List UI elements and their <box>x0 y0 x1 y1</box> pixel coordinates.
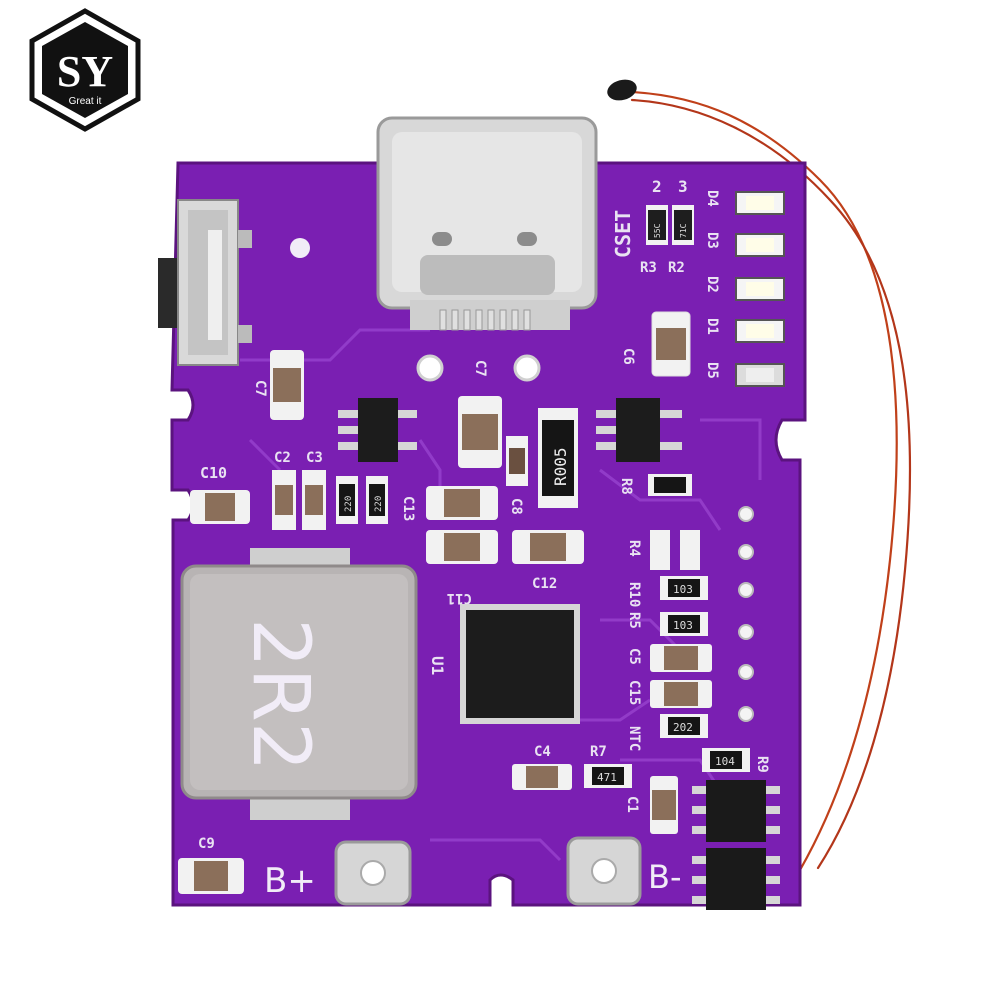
capacitor-c3 <box>302 470 326 530</box>
pcb-traces <box>240 328 762 862</box>
resistor-r8 <box>648 474 692 496</box>
silk-c15: C15 <box>626 680 642 705</box>
silk-r5: R5 <box>626 612 642 629</box>
mosfet-top <box>692 780 780 842</box>
silk-d3: D3 <box>704 232 720 249</box>
ic-sot-right <box>596 398 682 462</box>
silk-c7-mid: C7 <box>472 360 488 377</box>
marking-202: 202 <box>673 721 693 734</box>
capacitor-c15 <box>650 680 712 708</box>
resistor-220-a: 220 <box>336 476 358 524</box>
silk-b-minus: B- <box>648 858 682 896</box>
led-d4 <box>735 191 785 215</box>
inductor-marking: 2R2 <box>235 618 325 771</box>
marking-103-b: 103 <box>673 619 693 632</box>
capacitor-c6 <box>651 311 691 377</box>
silk-c11: C11 <box>447 590 472 606</box>
mosfet-bottom <box>692 848 780 910</box>
silk-c7-left: C7 <box>252 380 268 397</box>
capacitor-c4 <box>512 764 572 790</box>
shunt-resistor-r005: R005 <box>538 408 578 508</box>
silk-c5: C5 <box>626 648 642 665</box>
silk-d1: D1 <box>704 318 720 335</box>
silk-c13: C13 <box>400 496 416 521</box>
marking-104: 104 <box>715 755 735 768</box>
capacitor-c12 <box>512 530 584 564</box>
marking-r005: R005 <box>551 447 570 486</box>
marking-471: 471 <box>597 771 617 784</box>
ntc-thermistor-wire <box>630 90 912 872</box>
edge-pads <box>738 506 754 722</box>
via-hole <box>416 354 444 382</box>
led-d5 <box>735 363 785 387</box>
battery-minus-pad[interactable] <box>566 836 642 906</box>
silk-c10: C10 <box>200 464 227 482</box>
capacitor-c11 <box>426 530 498 564</box>
silk-d5: D5 <box>704 362 720 379</box>
logo-tagline: Great it <box>69 96 102 107</box>
resistor-r2: 71C <box>672 205 694 245</box>
marking-55c: 55C <box>653 223 662 238</box>
silk-d4: D4 <box>704 190 720 207</box>
silk-r4: R4 <box>626 540 642 557</box>
led-d3 <box>735 233 785 257</box>
silk-r2: R2 <box>668 260 685 276</box>
resistor-104: 104 <box>702 748 750 772</box>
silk-cset: CSET <box>611 210 635 258</box>
logo-monogram: SY <box>57 47 113 96</box>
mounting-hole <box>290 238 310 258</box>
silk-r8: R8 <box>618 478 634 495</box>
silk-c2: C2 <box>274 450 291 466</box>
usb-type-c-connector[interactable] <box>376 116 598 331</box>
silk-r3: R3 <box>640 260 657 276</box>
brand-logo: SY Great it <box>29 8 141 132</box>
silk-r7: R7 <box>590 744 607 760</box>
silk-r9: R9 <box>754 756 770 773</box>
capacitor-top-center <box>458 396 502 468</box>
marking-103-a: 103 <box>673 583 693 596</box>
resistor-103-b: 103 <box>660 612 708 636</box>
silk-d2: D2 <box>704 276 720 293</box>
marking-220-a: 220 <box>344 496 354 512</box>
silk-c6: C6 <box>620 348 636 365</box>
silk-r10: R10 <box>626 582 642 607</box>
capacitor-c9 <box>178 858 244 894</box>
resistor-220-b: 220 <box>366 476 388 524</box>
via-hole <box>513 354 541 382</box>
capacitor-c13 <box>426 486 498 520</box>
silk-ntc: NTC <box>626 726 642 751</box>
silk-c12: C12 <box>532 576 557 592</box>
capacitor-c1 <box>650 776 678 834</box>
capacitor-c2 <box>272 470 296 530</box>
capacitor-r4-area <box>650 530 700 570</box>
capacitor-c8 <box>506 436 528 486</box>
marking-71c: 71C <box>679 223 688 238</box>
marking-220-b: 220 <box>374 496 384 512</box>
silk-c8: C8 <box>508 498 524 515</box>
silk-c3: C3 <box>306 450 323 466</box>
silk-c1: C1 <box>624 796 640 813</box>
ic-sot-left <box>338 398 417 462</box>
capacitor-c10 <box>190 490 250 524</box>
resistor-202: 202 <box>660 714 708 738</box>
silk-c9: C9 <box>198 836 215 852</box>
power-inductor: 2R2 <box>180 548 418 820</box>
silk-c4: C4 <box>534 744 551 760</box>
capacitor-c7-left <box>270 350 304 420</box>
thermistor-bead <box>607 79 637 101</box>
silk-cset-2: 2 <box>652 177 662 196</box>
led-d1 <box>735 319 785 343</box>
silk-b-plus: B+ <box>264 861 316 901</box>
silk-u1: U1 <box>428 656 447 675</box>
resistor-103-a: 103 <box>660 576 708 600</box>
main-ic-u1 <box>460 604 580 724</box>
capacitor-c5 <box>650 644 712 672</box>
battery-plus-pad[interactable] <box>334 840 412 906</box>
silk-cset-3: 3 <box>678 177 688 196</box>
led-d2 <box>735 277 785 301</box>
slide-switch[interactable] <box>158 199 252 366</box>
resistor-r3: 55C <box>646 205 668 245</box>
resistor-471: 471 <box>584 764 632 788</box>
